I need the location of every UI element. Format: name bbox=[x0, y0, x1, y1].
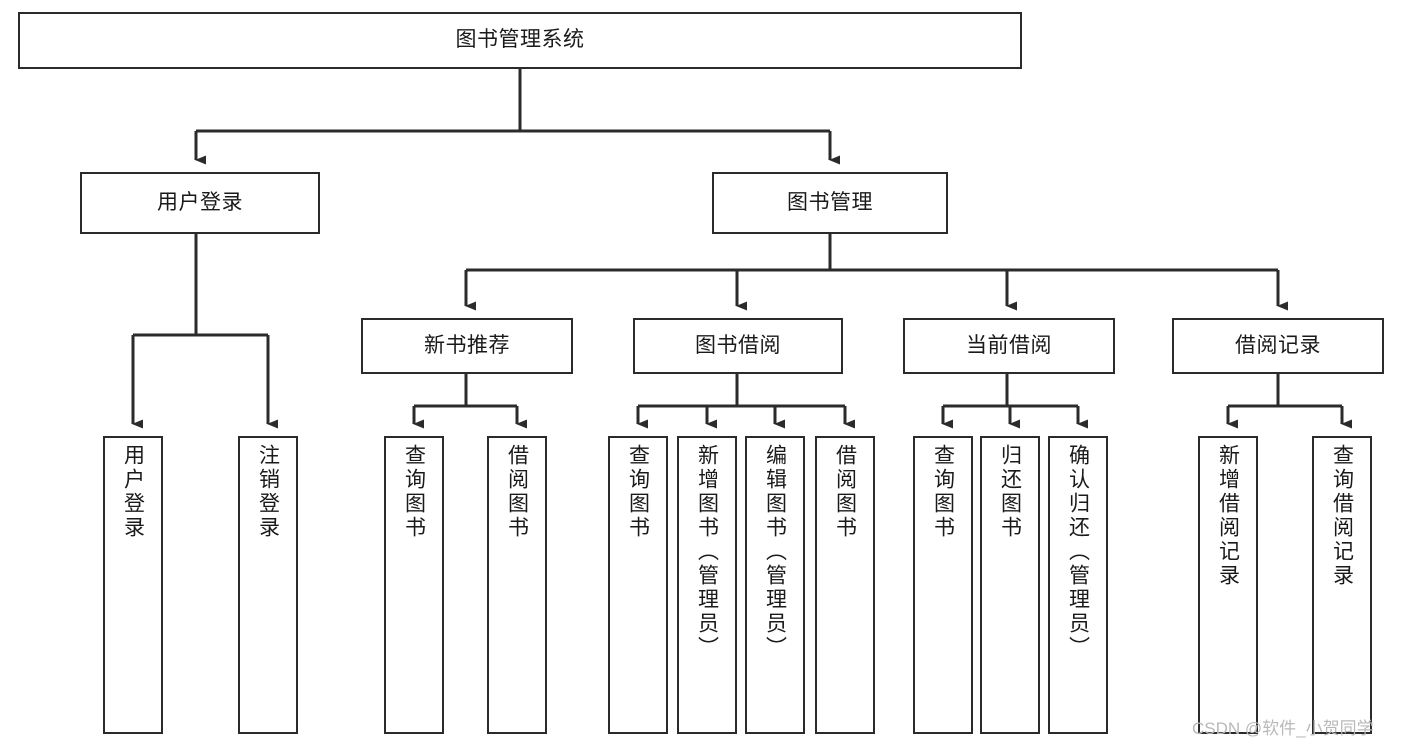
node-label: 查询图书 bbox=[931, 444, 955, 540]
node-label: 图书管理 bbox=[787, 190, 873, 214]
leaf-borrow-book-recommend[interactable]: 借阅图书 bbox=[487, 436, 547, 734]
leaf-logout[interactable]: 注销登录 bbox=[238, 436, 298, 734]
leaf-borrow-book[interactable]: 借阅图书 bbox=[815, 436, 875, 734]
root-to-level2-connectors bbox=[194, 69, 840, 165]
leaf-user-login[interactable]: 用户登录 bbox=[103, 436, 163, 734]
node-label: 注销登录 bbox=[256, 444, 280, 540]
node-label: 归还图书 bbox=[998, 444, 1022, 540]
leaf-query-book-recommend[interactable]: 查询图书 bbox=[384, 436, 444, 734]
node-current-borrow[interactable]: 当前借阅 bbox=[903, 318, 1115, 374]
node-root-system[interactable]: 图书管理系统 bbox=[18, 12, 1022, 69]
node-label: 新书推荐 bbox=[424, 333, 510, 357]
node-label: 编辑图书（管理员） bbox=[763, 444, 787, 660]
book-management-to-level3-connectors bbox=[464, 234, 1288, 311]
borrow-record-to-leaves-connectors bbox=[1226, 374, 1352, 429]
node-book-management[interactable]: 图书管理 bbox=[712, 172, 948, 234]
leaf-add-borrow-record[interactable]: 新增借阅记录 bbox=[1198, 436, 1258, 734]
leaf-add-book-admin[interactable]: 新增图书（管理员） bbox=[677, 436, 737, 734]
node-label: 当前借阅 bbox=[966, 333, 1052, 357]
leaf-query-book-current[interactable]: 查询图书 bbox=[913, 436, 973, 734]
node-label: 新增借阅记录 bbox=[1216, 444, 1240, 588]
book-borrow-to-leaves-connectors bbox=[636, 374, 855, 429]
node-label: 确认归还（管理员） bbox=[1066, 444, 1090, 660]
node-user-login[interactable]: 用户登录 bbox=[80, 172, 320, 234]
node-label: 图书管理系统 bbox=[455, 28, 585, 52]
node-label: 图书借阅 bbox=[695, 333, 781, 357]
leaf-confirm-return-admin[interactable]: 确认归还（管理员） bbox=[1048, 436, 1108, 734]
node-book-borrow[interactable]: 图书借阅 bbox=[633, 318, 843, 374]
leaf-edit-book-admin[interactable]: 编辑图书（管理员） bbox=[745, 436, 805, 734]
node-label: 用户登录 bbox=[121, 444, 145, 540]
new-book-to-leaves-connectors bbox=[412, 374, 527, 429]
node-label: 用户登录 bbox=[157, 190, 243, 214]
current-borrow-to-leaves-connectors bbox=[941, 374, 1088, 429]
node-borrow-record[interactable]: 借阅记录 bbox=[1172, 318, 1384, 374]
node-label: 查询图书 bbox=[402, 444, 426, 540]
node-label: 借阅记录 bbox=[1235, 333, 1321, 357]
user-login-to-leaves-connectors bbox=[131, 234, 278, 429]
leaf-query-book-borrow[interactable]: 查询图书 bbox=[608, 436, 668, 734]
csdn-watermark: CSDN @软件_小贺同学 bbox=[1192, 719, 1374, 738]
node-label: 查询图书 bbox=[626, 444, 650, 540]
node-label: 借阅图书 bbox=[833, 444, 857, 540]
node-new-book-recommend[interactable]: 新书推荐 bbox=[361, 318, 573, 374]
node-label: 借阅图书 bbox=[505, 444, 529, 540]
node-label: 新增图书（管理员） bbox=[695, 444, 719, 660]
leaf-query-borrow-record[interactable]: 查询借阅记录 bbox=[1312, 436, 1372, 734]
node-label: 查询借阅记录 bbox=[1330, 444, 1354, 588]
leaf-return-book[interactable]: 归还图书 bbox=[980, 436, 1040, 734]
